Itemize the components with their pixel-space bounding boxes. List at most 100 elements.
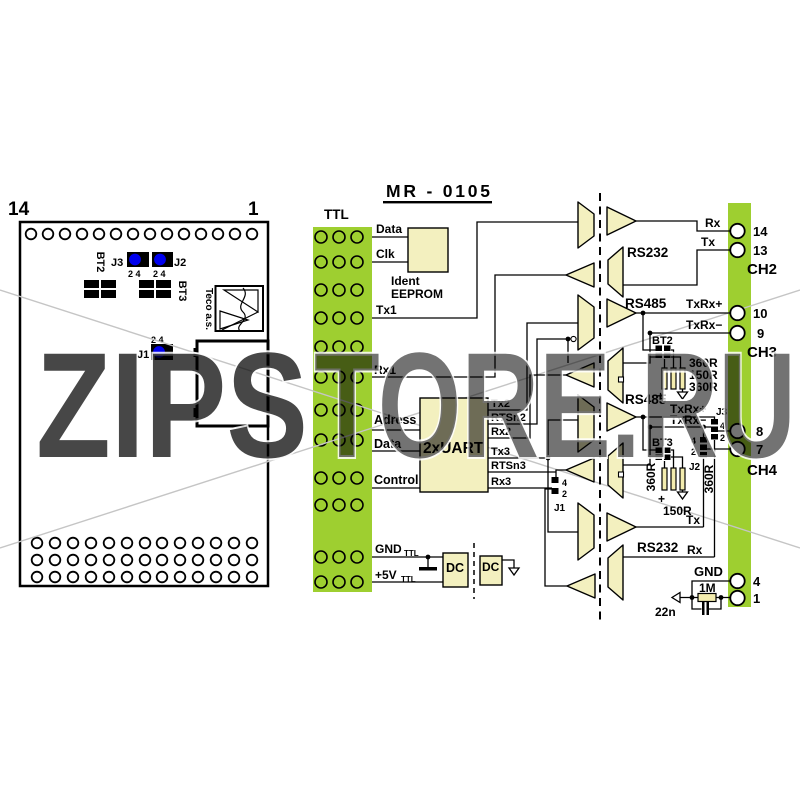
- ch3-360r-label-1: 360R: [689, 356, 718, 370]
- opto-rx-ch4-right: [607, 442, 624, 499]
- pcb-pin14-label: 14: [8, 199, 30, 220]
- shield-ground-symbol: [670, 591, 681, 604]
- output-connector-bar: [728, 203, 751, 607]
- ch4-150r-label: 150R: [663, 504, 692, 518]
- opto-rx-ch3-left-triangle: [565, 362, 595, 388]
- pcb-j1-label: J1: [137, 349, 149, 361]
- opto-tx-ch2-left: [577, 201, 595, 249]
- uart-rx2-label: Rx2: [491, 426, 511, 438]
- watermark-zips: ZIPS: [36, 321, 308, 489]
- uart-tx2-label: Tx2: [491, 398, 510, 410]
- pcb-bt2-label: BT2: [94, 252, 106, 273]
- opto-rx-ch2-left-triangle: [565, 262, 595, 288]
- opto-rx-ch2-right: [607, 246, 624, 298]
- inverter-bubble: [570, 335, 577, 343]
- ttl-header-label: TTL: [324, 207, 349, 222]
- ch4-txrx-plus-label: TxRx+: [670, 402, 706, 416]
- opto-tx-ch4-right-triangle: [606, 402, 637, 432]
- gnd-pin-label: GND: [694, 564, 723, 579]
- ch4-termination-resistors: [661, 467, 686, 491]
- ch3-name-label: CH3: [747, 344, 777, 361]
- ttl-data2-label: Data: [374, 437, 402, 451]
- ch3-txrx-minus-label: TxRx−: [686, 318, 722, 332]
- ttl-data-label: Data: [376, 222, 402, 236]
- ttl-adress-label: Adress: [374, 413, 416, 427]
- pcb-j1-blue-jumper-cap: [152, 345, 166, 359]
- ch3-360r-label-2: 360R: [689, 380, 718, 394]
- pin4-number: 4: [753, 574, 761, 589]
- ch4-txrx-minus-label: TxRx−: [670, 413, 706, 427]
- dc-ground-symbol: [507, 567, 521, 577]
- driver-terminal-square: [617, 471, 625, 478]
- ch4-pin8-number: 8: [756, 424, 763, 439]
- pcb-bottom-holes: [30, 536, 259, 584]
- ch3-bt2-label: BT2: [652, 335, 673, 347]
- uart-side-wires: [488, 322, 578, 587]
- pcb-j3-label: J3: [111, 257, 123, 269]
- ch4-rs485-label: RS485: [625, 392, 667, 407]
- ch4-j3-pin2-label: 2: [720, 433, 725, 443]
- pcb-brand-label: Teco a.s.: [203, 288, 214, 330]
- j1-pin2-label: 2: [562, 489, 567, 499]
- rs232bot-rx-label: Rx: [687, 543, 703, 557]
- ch2-name-label: CH2: [747, 261, 777, 278]
- title-underline: [383, 201, 492, 204]
- pcb-connector-box: [195, 339, 270, 428]
- ch3-150r-label: 150R: [689, 368, 718, 382]
- ch4-j2-pin4-label: 4: [691, 436, 696, 446]
- opto-tx-rs232bot-left: [577, 502, 595, 561]
- ttl-gnd-subscript: TTL: [404, 549, 419, 558]
- ttl-rx1-label: Rx1: [374, 363, 396, 377]
- ch4-pin7-number: 7: [756, 442, 763, 457]
- opto-tx-ch3-right-triangle: [606, 298, 637, 328]
- ttl-side-wires: [372, 221, 578, 583]
- ttl-clk-label: Clk: [376, 247, 395, 261]
- uart-box: [419, 397, 489, 493]
- 22n-capacitor: [702, 602, 709, 615]
- pcb-j3-pin-numbers: 2 4: [128, 269, 141, 279]
- uart-rtsn3-label: RTSn3: [491, 460, 526, 472]
- ch4-j2-label: J2: [689, 462, 701, 473]
- ch4-bt3-label: BT3: [652, 437, 673, 449]
- opto-tx-ch2-right-triangle: [606, 206, 637, 236]
- wires: [372, 220, 731, 610]
- teco-logo: [214, 285, 264, 332]
- opto-rx-rs232bot-right: [607, 544, 624, 601]
- eeprom-label-line1: Ident: [391, 274, 420, 288]
- ttl-connector-bar: [313, 227, 372, 592]
- ttl-5v-label: +5V: [375, 568, 397, 582]
- 22n-capacitor-label: 22n: [655, 605, 676, 619]
- ch4-plus-label: +: [658, 492, 665, 506]
- ch3-pin9-number: 9: [757, 326, 764, 341]
- bt2-jumper-pads: [655, 345, 671, 358]
- j3-jumper-pads: [711, 419, 718, 440]
- pcb-j2-blue-jumper-cap: [153, 252, 167, 267]
- ch3-rs485-label: RS485: [625, 296, 667, 311]
- ch2-pin13-number: 13: [753, 243, 767, 258]
- ch3-txrx-plus-label: TxRx+: [686, 297, 722, 311]
- uart-tx3-label: Tx3: [491, 446, 510, 458]
- pcb-drawing: 14 1 BT2 J3 2 4 J2 2 4 BT3 Teco a.s.: [8, 199, 270, 588]
- pcb-pin1-label: 1: [248, 199, 259, 220]
- pcb-bt3-label: BT3: [176, 281, 188, 302]
- rs232-bottom-wires: [623, 526, 731, 610]
- ch4-name-label: CH4: [747, 462, 778, 479]
- pcb-top-holes: [24, 227, 259, 241]
- bt3-jumper-pads: [655, 447, 671, 460]
- pcb-bt3-pads: [139, 280, 171, 298]
- ch4-j3-pin4-label: 4: [720, 421, 725, 431]
- junction-dots: [425, 310, 724, 600]
- watermark-tore-ru: TORE.RU: [314, 321, 796, 489]
- ch2-pin14-number: 14: [753, 224, 768, 239]
- pcb-j2-pin-numbers: 2 4: [153, 269, 166, 279]
- ch3-wires: [623, 312, 731, 392]
- output-connector-pins: [729, 222, 746, 607]
- ch3-pin10-number: 10: [753, 306, 767, 321]
- pcb-bt2-pads: [84, 280, 116, 298]
- ttl-ground-bar: [419, 567, 437, 571]
- eeprom-box: [407, 227, 449, 273]
- rs232bot-tx-label: Tx: [686, 513, 700, 527]
- ttl-gnd-label: GND: [375, 542, 402, 556]
- opto-rx-ch3-right: [607, 347, 624, 404]
